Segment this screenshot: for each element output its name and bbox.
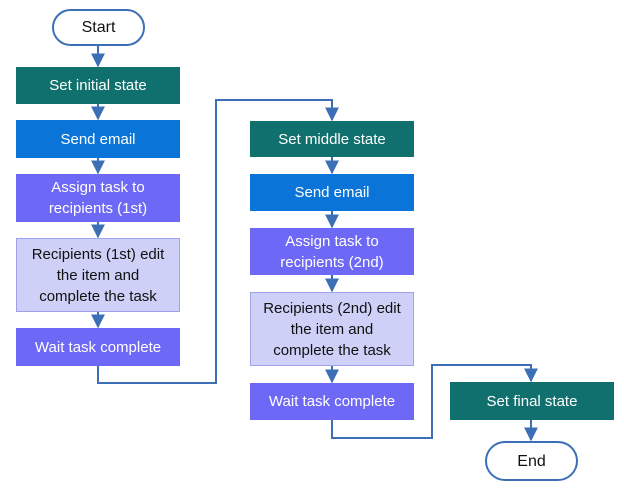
set-initial-state-box: Set initial state xyxy=(16,67,180,104)
start-terminal: Start xyxy=(52,9,145,46)
send-email-box-2: Send email xyxy=(250,174,414,211)
assign-task-box-1: Assign task to recipients (1st) xyxy=(16,174,180,222)
assign-task-box-2: Assign task to recipients (2nd) xyxy=(250,228,414,275)
arrow-wait-to-middle xyxy=(97,99,339,384)
set-middle-state-box: Set middle state xyxy=(250,121,414,157)
end-terminal: End xyxy=(485,441,578,481)
wait-task-complete-box-2: Wait task complete xyxy=(250,383,414,420)
wait-task-complete-box-1: Wait task complete xyxy=(16,328,180,366)
arrow-wait2-to-final xyxy=(331,364,538,439)
recipients-edit-box-1: Recipients (1st) edit the item and compl… xyxy=(16,238,180,312)
recipients-edit-box-2: Recipients (2nd) edit the item and compl… xyxy=(250,292,414,366)
send-email-box-1: Send email xyxy=(16,120,180,158)
set-final-state-box: Set final state xyxy=(450,382,614,420)
